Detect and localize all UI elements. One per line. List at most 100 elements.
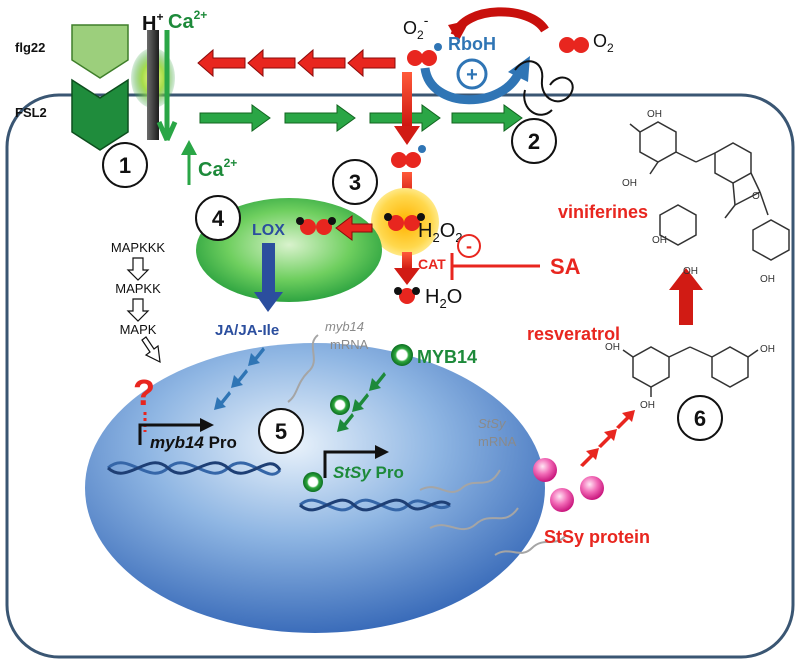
stsy-protein-label: StSy protein bbox=[544, 527, 650, 547]
svg-text:2: 2 bbox=[528, 129, 540, 154]
red-arrow-left-4 bbox=[347, 48, 396, 78]
oxygen-molecule bbox=[559, 37, 589, 53]
ion-channel: H+ Ca2+ bbox=[131, 8, 207, 142]
cascade-arrow-1 bbox=[126, 257, 150, 281]
peroxide-molecule-lox bbox=[296, 217, 336, 235]
catalase-shaft bbox=[402, 252, 412, 272]
stsy-mrna-label: mRNA bbox=[478, 434, 517, 449]
cascade-arrow-2 bbox=[126, 298, 150, 322]
receptor-complex: flg22 FSL2 bbox=[15, 24, 129, 151]
rboh-plus-symbol: + bbox=[466, 64, 478, 86]
fsl2-receptor-shape bbox=[71, 78, 129, 151]
svg-text:OH: OH bbox=[647, 109, 662, 120]
svg-text:OH: OH bbox=[640, 400, 655, 411]
channel-stem bbox=[147, 30, 159, 140]
sa-label: SA bbox=[550, 254, 581, 279]
myb14-promoter: myb14 Pro bbox=[106, 418, 282, 476]
dna-helix-right bbox=[298, 498, 451, 512]
superoxide-label: O2- bbox=[403, 12, 429, 42]
red-arrow-left-3 bbox=[297, 48, 346, 78]
water-label: H2O bbox=[425, 286, 462, 311]
product-arrowhead bbox=[669, 268, 703, 290]
lox-node: LOX bbox=[196, 198, 382, 312]
svg-text:OH: OH bbox=[760, 344, 775, 355]
myb14-protein-dot bbox=[391, 344, 413, 366]
myb14-nuclear-dot-1 bbox=[330, 395, 350, 415]
lox-input-arrow bbox=[335, 215, 373, 241]
inhibit-circle bbox=[457, 234, 481, 258]
myb14-mrna-gene: myb14 bbox=[325, 319, 364, 334]
dna-helix-left bbox=[106, 461, 282, 476]
cascade-arrow-3 bbox=[141, 336, 161, 364]
proton-label: H+ bbox=[142, 10, 163, 35]
flg22-label: flg22 bbox=[15, 40, 45, 55]
ros-arrowhead-upper bbox=[394, 126, 420, 145]
resveratrol-oh-labels: OH OH OH bbox=[605, 342, 775, 411]
viniferins-label: viniferines bbox=[558, 202, 648, 222]
step-5: 5 bbox=[258, 408, 304, 454]
ja-label: JA/JA-Ile bbox=[215, 322, 279, 339]
ja-dashed-arrows bbox=[214, 347, 265, 410]
mapkkk-label: MAPKKK bbox=[111, 240, 166, 255]
resveratrol-label: resveratrol bbox=[527, 324, 620, 344]
step-2: 2 bbox=[511, 118, 557, 164]
viniferin-oh-labels: OH OH OH OH OH O bbox=[622, 109, 775, 285]
green-arrow-right-1 bbox=[199, 104, 271, 132]
peroxide-node: H2O2 CAT - SA H2O bbox=[371, 188, 581, 311]
svg-text:O: O bbox=[752, 191, 760, 202]
stsy-protein-dot-1 bbox=[533, 458, 557, 482]
myb14-protein-label: MYB14 bbox=[417, 347, 477, 367]
stsy-promoter-label: StSy Pro bbox=[333, 463, 404, 482]
inhibit-symbol: - bbox=[466, 236, 472, 256]
rboh-membrane-loops bbox=[514, 60, 574, 116]
stsy-protein-dot-2 bbox=[550, 488, 574, 512]
green-arrow-right-2 bbox=[284, 104, 356, 132]
fsl2-label: FSL2 bbox=[15, 105, 47, 120]
myb14-mrna-strand bbox=[287, 334, 319, 403]
svg-text:5: 5 bbox=[275, 419, 287, 444]
green-arrow-row bbox=[199, 104, 523, 132]
red-arrow-left-1 bbox=[197, 48, 246, 78]
flg22-ligand-shape bbox=[71, 24, 129, 79]
stsy-promoter: StSy Pro bbox=[298, 445, 451, 512]
svg-text:OH: OH bbox=[622, 178, 637, 189]
myb14-mrna-label: mRNA bbox=[330, 337, 369, 352]
red-arrow-left-2 bbox=[247, 48, 296, 78]
svg-text:OH: OH bbox=[760, 274, 775, 285]
h2o2-label: H2O2 bbox=[418, 220, 462, 245]
lox-label: LOX bbox=[252, 222, 285, 239]
rboh-plus-circle bbox=[456, 58, 488, 90]
svg-text:1: 1 bbox=[119, 153, 131, 178]
rboh-label: RboH bbox=[448, 34, 496, 54]
ja-arrow-shaft bbox=[262, 243, 275, 295]
product-arrow-shaft bbox=[679, 287, 693, 325]
unknown-link-mark: ? bbox=[133, 372, 155, 413]
rboh-cycle-arrowhead-top bbox=[448, 20, 470, 42]
calcium-influx: Ca2+ bbox=[181, 140, 237, 185]
red-arrow-row bbox=[197, 48, 396, 78]
cell-membrane bbox=[5, 93, 795, 659]
calcium-influx-label: Ca2+ bbox=[198, 156, 237, 181]
svg-text:6: 6 bbox=[694, 406, 706, 431]
calcium-label-top: Ca2+ bbox=[168, 8, 207, 33]
superoxide-molecule bbox=[407, 43, 442, 66]
calcium-entry-arrow bbox=[156, 30, 178, 142]
superoxide-molecule-cytosol bbox=[391, 145, 426, 168]
mapk-label: MAPK bbox=[120, 322, 157, 337]
mapkk-label: MAPKK bbox=[115, 281, 161, 296]
ros-shaft-upper bbox=[402, 72, 412, 132]
svg-text:OH: OH bbox=[605, 342, 620, 353]
ros-shaft-lower bbox=[402, 172, 412, 202]
oxygen-label: O2 bbox=[593, 31, 614, 55]
step-4: 4 bbox=[195, 195, 241, 241]
catalase-arrowhead bbox=[394, 268, 420, 285]
mapk-cascade: MAPKKK MAPKK MAPK bbox=[111, 240, 166, 364]
catalase-label: CAT bbox=[418, 256, 446, 272]
step-3: 3 bbox=[332, 159, 378, 205]
svg-text:3: 3 bbox=[349, 170, 361, 195]
step-markers: 1 2 3 4 bbox=[102, 118, 557, 241]
step-1: 1 bbox=[102, 142, 148, 188]
water-molecule bbox=[394, 287, 420, 304]
rboh-cycle-arrow-top bbox=[450, 7, 549, 37]
